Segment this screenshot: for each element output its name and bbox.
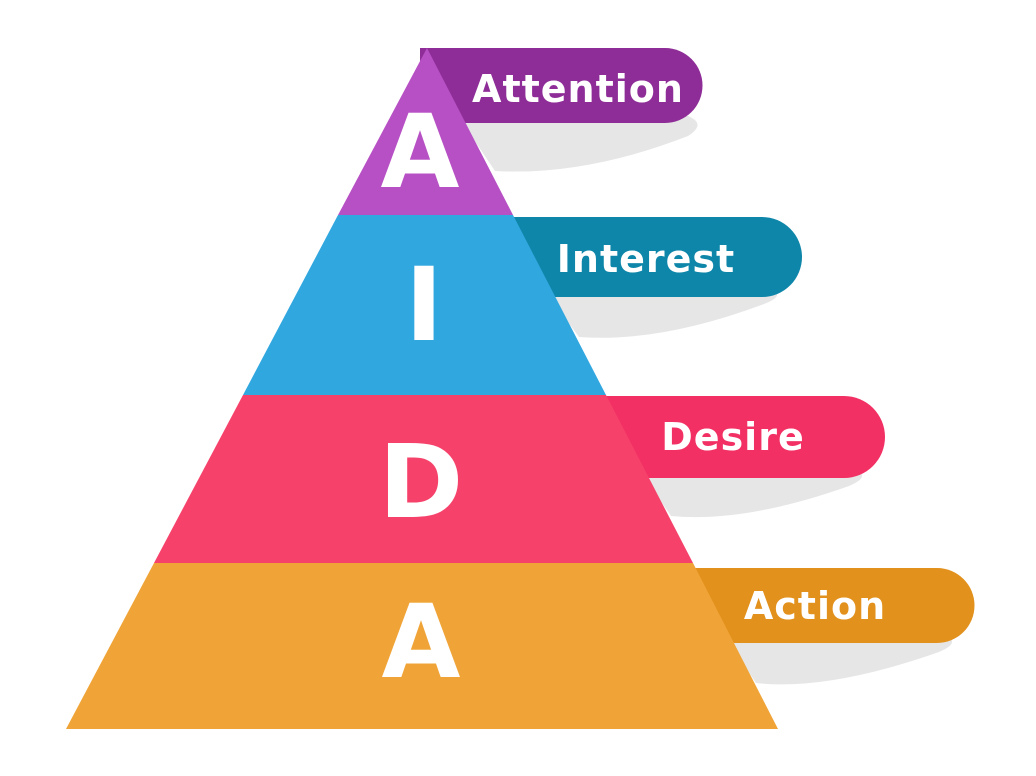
desire-tab	[600, 396, 885, 478]
action-tier	[66, 563, 778, 729]
interest-tab-shadow	[543, 288, 778, 338]
interest-tier-letter: I	[405, 246, 443, 365]
action-tab-label: Action	[744, 584, 886, 628]
desire-tier	[154, 395, 693, 563]
attention-tier-letter: A	[381, 93, 460, 212]
interest-tab	[505, 217, 802, 297]
attention-tab	[420, 48, 703, 123]
action-tab	[690, 568, 975, 643]
action-tier-letter: A	[382, 583, 461, 702]
interest-tab-label: Interest	[557, 237, 735, 281]
desire-tier-letter: D	[379, 423, 464, 542]
attention-tab-label: Attention	[472, 67, 684, 111]
attention-tier	[338, 48, 513, 215]
interest-tier	[243, 215, 606, 395]
desire-tab-label: Desire	[661, 415, 804, 459]
attention-tab-shadow	[458, 116, 698, 172]
action-tab-shadow	[723, 634, 953, 685]
desire-tab-shadow	[638, 468, 863, 518]
